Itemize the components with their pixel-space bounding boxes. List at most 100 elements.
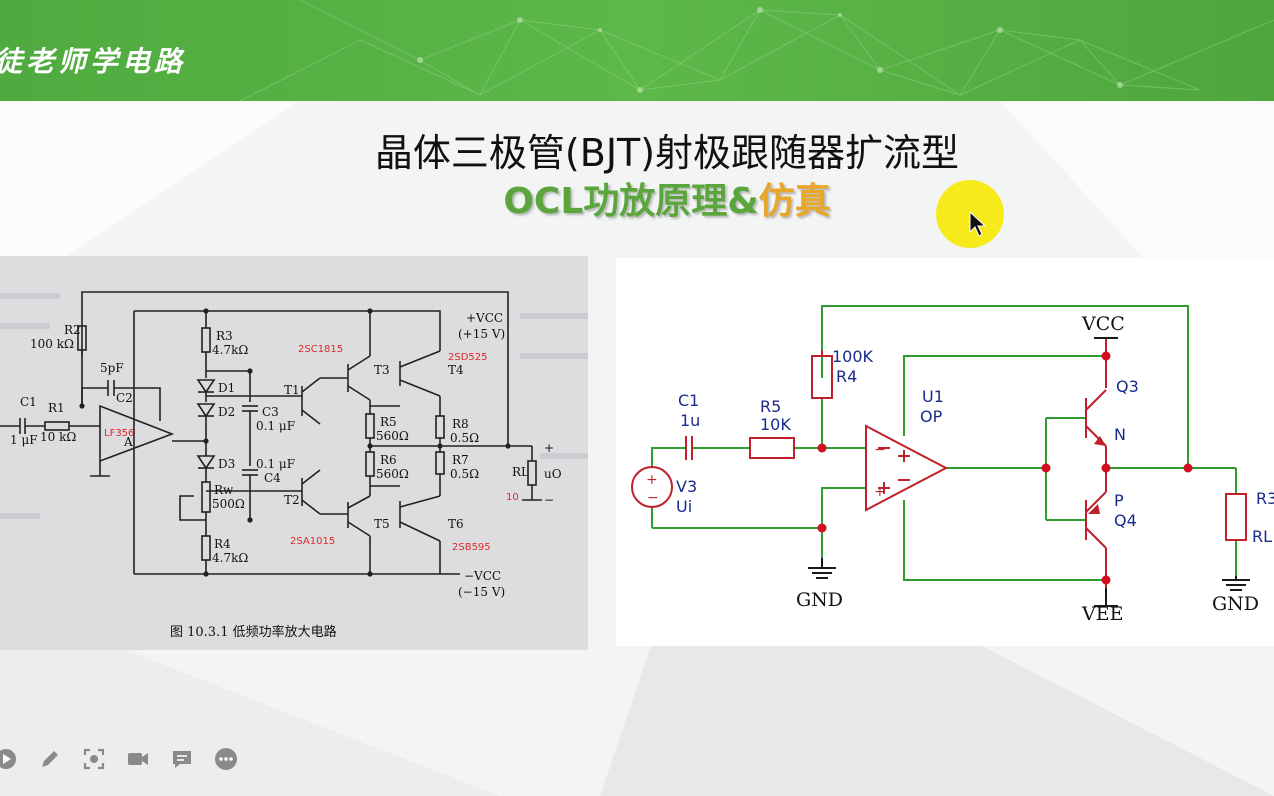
sim-label-u1: U1 <box>922 387 944 406</box>
sim-label-q4-type: P <box>1114 491 1124 510</box>
play-button[interactable] <box>0 747 18 771</box>
sim-label-r4: R4 <box>836 367 857 386</box>
sim-label-q3: Q3 <box>1116 377 1139 396</box>
mouse-pointer-icon <box>969 210 987 237</box>
label-d3: D3 <box>218 457 235 471</box>
label-vee: −VCC <box>464 569 501 583</box>
textbook-circuit-diagram: R2 100 kΩ C1 1 μF R1 10 kΩ 5pF C2 A R3 4… <box>0 256 588 650</box>
label-vcc-val: (+15 V) <box>458 327 505 341</box>
sim-label-v3: V3 <box>676 477 697 496</box>
pen-icon <box>42 751 58 767</box>
label-c3: C3 <box>262 405 279 419</box>
label-r2: R2 <box>64 323 81 337</box>
label-c2: C2 <box>116 391 133 405</box>
slide-title-line2: OCL功放原理&仿真 <box>0 172 1274 224</box>
sim-label-q4: Q4 <box>1114 511 1137 530</box>
sim-opamp-plus: + <box>874 484 886 500</box>
label-d2: D2 <box>218 405 235 419</box>
cursor-highlight <box>936 180 1004 248</box>
banner-network-pattern <box>239 0 1274 101</box>
label-r8-val: 0.5Ω <box>450 431 479 445</box>
label-r6: R6 <box>380 453 397 467</box>
sim-opamp-minus: − <box>874 442 886 458</box>
label-r7: R7 <box>452 453 469 467</box>
play-icon <box>0 749 16 769</box>
label-c4-val: 0.1 μF <box>256 457 295 471</box>
pen-button[interactable] <box>38 747 62 771</box>
note-2sa1015: 2SA1015 <box>290 536 335 547</box>
label-t2: T2 <box>284 493 300 507</box>
label-r8: R8 <box>452 417 469 431</box>
brand-title: 徒老师学电路 <box>0 45 187 78</box>
label-r7-val: 0.5Ω <box>450 467 479 481</box>
label-out-plus: + <box>544 441 554 455</box>
presentation-toolbar <box>0 740 238 778</box>
note-2sd525: 2SD525 <box>448 352 488 363</box>
note-rl-10: 10 <box>506 492 519 503</box>
slide-title-line1: 晶体三极管(BJT)射极跟随器扩流型 <box>374 131 960 175</box>
textbook-circuit-photo: R2 100 kΩ C1 1 μF R1 10 kΩ 5pF C2 A R3 4… <box>0 256 588 650</box>
simulation-circuit-diagram: C1 1u R5 10K 100K R4 U1 OP V3 Ui Q3 N P … <box>631 305 1274 625</box>
label-opamp: A <box>123 435 133 449</box>
comment-button[interactable] <box>170 747 194 771</box>
label-rl: RL <box>512 465 529 479</box>
label-r5: R5 <box>380 415 397 429</box>
label-c1: C1 <box>20 395 37 409</box>
label-r5-val: 560Ω <box>376 429 409 443</box>
label-rw: Rw <box>214 483 234 497</box>
sim-label-r5: R5 <box>760 397 781 416</box>
label-t3: T3 <box>374 363 390 377</box>
sim-label-q3-type: N <box>1114 425 1126 444</box>
slide-title-green: OCL功放原理& <box>503 181 759 222</box>
label-t6: T6 <box>448 517 464 531</box>
label-c1-val: 1 μF <box>10 433 38 447</box>
note-lf356: LF356 <box>104 428 134 439</box>
label-out-minus: − <box>544 493 554 507</box>
label-r4-val: 4.7kΩ <box>212 551 248 565</box>
label-vcc: +VCC <box>466 311 503 325</box>
figure-caption: 图 10.3.1 低频功率放大电路 <box>170 624 337 640</box>
screenshot-button[interactable] <box>82 747 106 771</box>
note-2sb595: 2SB595 <box>452 542 491 553</box>
slide-title-orange: 仿真 <box>758 181 831 222</box>
sim-label-gnd2: GND <box>1212 593 1259 615</box>
sim-label-r5-val: 10K <box>760 415 791 434</box>
comment-icon <box>173 751 191 768</box>
camera-icon <box>128 753 148 765</box>
label-r6-val: 560Ω <box>376 467 409 481</box>
label-r3: R3 <box>216 329 233 343</box>
label-uo: uO <box>544 467 562 481</box>
more-icon <box>215 748 237 770</box>
sim-label-vcc: VCC <box>1081 313 1125 335</box>
screenshot-icon <box>83 748 105 770</box>
sim-source-minus: − <box>647 490 659 506</box>
label-r1: R1 <box>48 401 65 415</box>
more-button[interactable] <box>214 747 238 771</box>
label-t5: T5 <box>374 517 390 531</box>
label-c2-val: 5pF <box>100 361 124 375</box>
note-2sc1815: 2SC1815 <box>298 344 343 355</box>
label-t4: T4 <box>448 363 464 377</box>
sim-label-r3: R3 <box>1256 489 1274 508</box>
label-r3-val: 4.7kΩ <box>212 343 248 357</box>
header-banner: 徒老师学电路 <box>0 0 1274 101</box>
sim-label-u1-type: OP <box>920 407 943 426</box>
camera-button[interactable] <box>126 747 150 771</box>
label-c3-val: 0.1 μF <box>256 419 295 433</box>
sim-label-ui: Ui <box>676 497 692 516</box>
label-t1: T1 <box>284 383 300 397</box>
label-r4: R4 <box>214 537 231 551</box>
label-r1-val: 10 kΩ <box>40 430 76 444</box>
sim-label-c1-val: 1u <box>680 411 700 430</box>
label-d1: D1 <box>218 381 235 395</box>
simulation-schematic: C1 1u R5 10K 100K R4 U1 OP V3 Ui Q3 N P … <box>616 258 1274 646</box>
label-rw-val: 500Ω <box>212 497 245 511</box>
sim-source-plus: + <box>646 472 658 488</box>
sim-label-gnd1: GND <box>796 589 843 611</box>
label-c4: C4 <box>264 471 281 485</box>
label-vee-val: (−15 V) <box>458 585 505 599</box>
sim-label-vee: VEE <box>1081 603 1123 625</box>
label-r2-val: 100 kΩ <box>30 337 74 351</box>
sim-label-r4-val: 100K <box>832 347 874 366</box>
sim-label-c1: C1 <box>678 391 699 410</box>
